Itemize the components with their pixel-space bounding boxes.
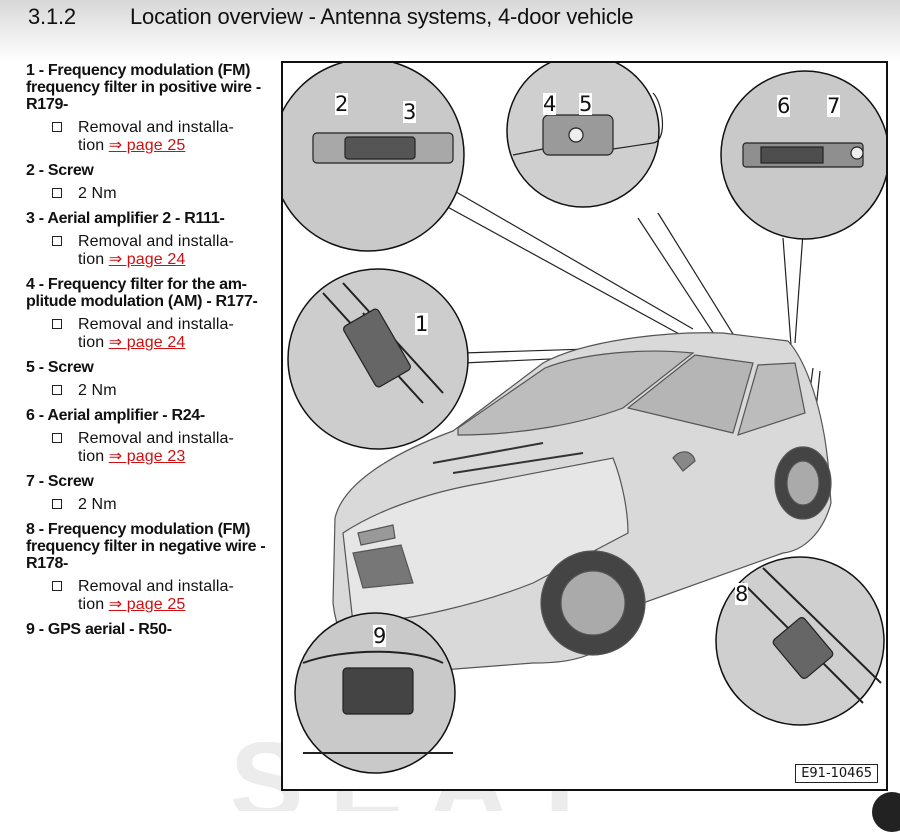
legend-list: 1 - Frequency modulation (FM) frequency … — [26, 62, 276, 645]
page-title: 3.1.2 Location overview - Antenna systems… — [28, 4, 634, 30]
legend-item-8: 8 - Frequency modulation (FM) frequency … — [26, 521, 276, 614]
legend-subitem: 2 Nm — [26, 382, 276, 400]
header-band — [0, 0, 900, 62]
page-link[interactable]: ⇒ page 25 — [108, 596, 186, 613]
legend-item-title: 1 - Frequency modulation (FM) frequency … — [26, 62, 261, 113]
section-number: 3.1.2 — [28, 4, 76, 29]
legend-subitem: 2 Nm — [26, 496, 276, 514]
checkbox-icon — [52, 385, 62, 395]
checkbox-icon — [52, 433, 62, 443]
legend-item-5: 5 - Screw 2 Nm — [26, 359, 276, 400]
legend-item-title: 6 - Aerial amplifier - R24- — [26, 407, 205, 424]
legend-item-4: 4 - Frequency filter for the am- plitude… — [26, 276, 276, 352]
vehicle-diagram: 2 3 4 5 6 7 1 8 9 E91-10465 — [281, 61, 888, 791]
legend-item-2: 2 - Screw 2 Nm — [26, 162, 276, 203]
corner-page-mark — [872, 792, 900, 832]
legend-item-3: 3 - Aerial amplifier 2 - R111- Removal a… — [26, 210, 276, 269]
callout-1: 1 — [415, 312, 429, 336]
legend-item-6: 6 - Aerial amplifier - R24- Removal and … — [26, 407, 276, 466]
page-link[interactable]: ⇒ page 24 — [108, 251, 186, 268]
callout-5: 5 — [579, 92, 593, 116]
page-link[interactable]: ⇒ page 23 — [108, 448, 186, 465]
checkbox-icon — [52, 188, 62, 198]
legend-item-7: 7 - Screw 2 Nm — [26, 473, 276, 514]
vehicle-illustration — [283, 63, 886, 774]
callout-4: 4 — [543, 92, 557, 116]
legend-item-title: 9 - GPS aerial - R50- — [26, 621, 172, 638]
page-link[interactable]: ⇒ page 25 — [108, 137, 186, 154]
legend-item-title: 4 - Frequency filter for the am- plitude… — [26, 276, 258, 310]
checkbox-icon — [52, 499, 62, 509]
legend-subitem: Removal and installa-tion ⇒ page 24 — [26, 316, 276, 352]
checkbox-icon — [52, 319, 62, 329]
checkbox-icon — [52, 122, 62, 132]
checkbox-icon — [52, 236, 62, 246]
figure-id: E91-10465 — [795, 764, 878, 783]
legend-item-title: 5 - Screw — [26, 359, 94, 376]
callout-3: 3 — [403, 100, 417, 124]
checkbox-icon — [52, 581, 62, 591]
legend-subitem: 2 Nm — [26, 185, 276, 203]
callout-7: 7 — [827, 94, 841, 118]
legend-item-9: 9 - GPS aerial - R50- — [26, 621, 276, 638]
legend-item-1: 1 - Frequency modulation (FM) frequency … — [26, 62, 276, 155]
callout-2: 2 — [335, 92, 349, 116]
legend-subitem: Removal and installa-tion ⇒ page 24 — [26, 233, 276, 269]
section-title: Location overview - Antenna systems, 4-d… — [130, 4, 634, 29]
callout-6: 6 — [777, 94, 791, 118]
legend-item-title: 2 - Screw — [26, 162, 94, 179]
legend-subitem: Removal and installa-tion ⇒ page 25 — [26, 119, 276, 155]
legend-subitem: Removal and installa-tion ⇒ page 23 — [26, 430, 276, 466]
legend-item-title: 7 - Screw — [26, 473, 94, 490]
legend-item-title: 3 - Aerial amplifier 2 - R111- — [26, 210, 225, 227]
legend-item-title: 8 - Frequency modulation (FM) frequency … — [26, 521, 266, 572]
legend-subitem: Removal and installa-tion ⇒ page 25 — [26, 578, 276, 614]
page-link[interactable]: ⇒ page 24 — [108, 334, 186, 351]
callout-8: 8 — [735, 582, 749, 606]
callout-9: 9 — [373, 624, 387, 648]
